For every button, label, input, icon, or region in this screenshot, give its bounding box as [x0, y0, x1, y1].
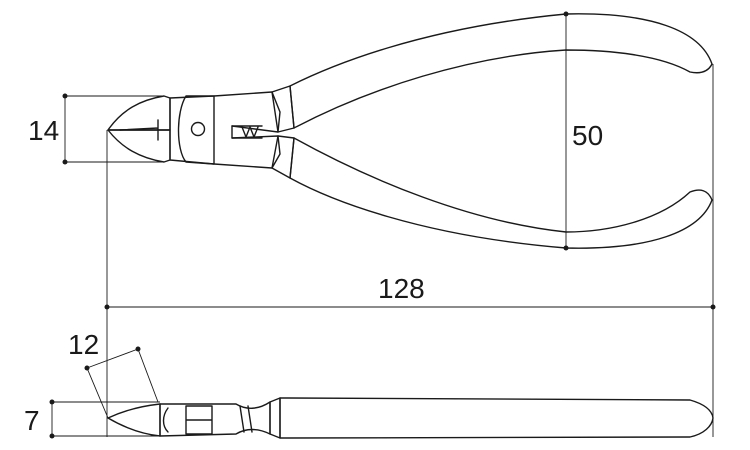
dimension-overall-length: 128: [104, 64, 716, 437]
joint-plate: [177, 95, 215, 165]
side-joint-block: [185, 405, 213, 435]
pivot-screw-icon: [190, 121, 206, 137]
upper-handle: [289, 13, 713, 129]
dimension-jaw-thickness: 7: [24, 399, 160, 439]
pliers-top-view: [107, 13, 713, 249]
pliers-head: [169, 91, 281, 169]
side-head: [159, 401, 271, 437]
lower-handle-collar: [271, 135, 295, 179]
dimension-handle-spread: 50: [563, 11, 603, 251]
lower-handle: [289, 137, 713, 249]
side-joint-curve: [162, 407, 169, 433]
side-head-detail: [239, 405, 253, 433]
jaw-bevel-line: [119, 119, 159, 141]
dimension-label-overall-length: 128: [378, 273, 425, 304]
upper-cutting-jaw: [107, 95, 171, 131]
dimension-label-jaw-height: 14: [28, 115, 59, 146]
lower-cutting-jaw: [107, 129, 171, 163]
dimension-jaw-height: 14: [28, 93, 164, 165]
dimension-label-handle-spread: 50: [572, 120, 603, 151]
dimension-jaw-angle-width: 12: [68, 329, 159, 419]
side-handle: [279, 397, 714, 439]
side-jaw-tip: [107, 403, 161, 437]
dimension-label-jaw-thickness: 7: [24, 405, 40, 436]
pliers-side-view: [107, 397, 714, 439]
dimension-label-jaw-angle-width: 12: [68, 329, 99, 360]
spring-icon: [231, 125, 263, 139]
upper-handle-collar: [271, 85, 295, 133]
side-handle-collar: [269, 397, 281, 439]
